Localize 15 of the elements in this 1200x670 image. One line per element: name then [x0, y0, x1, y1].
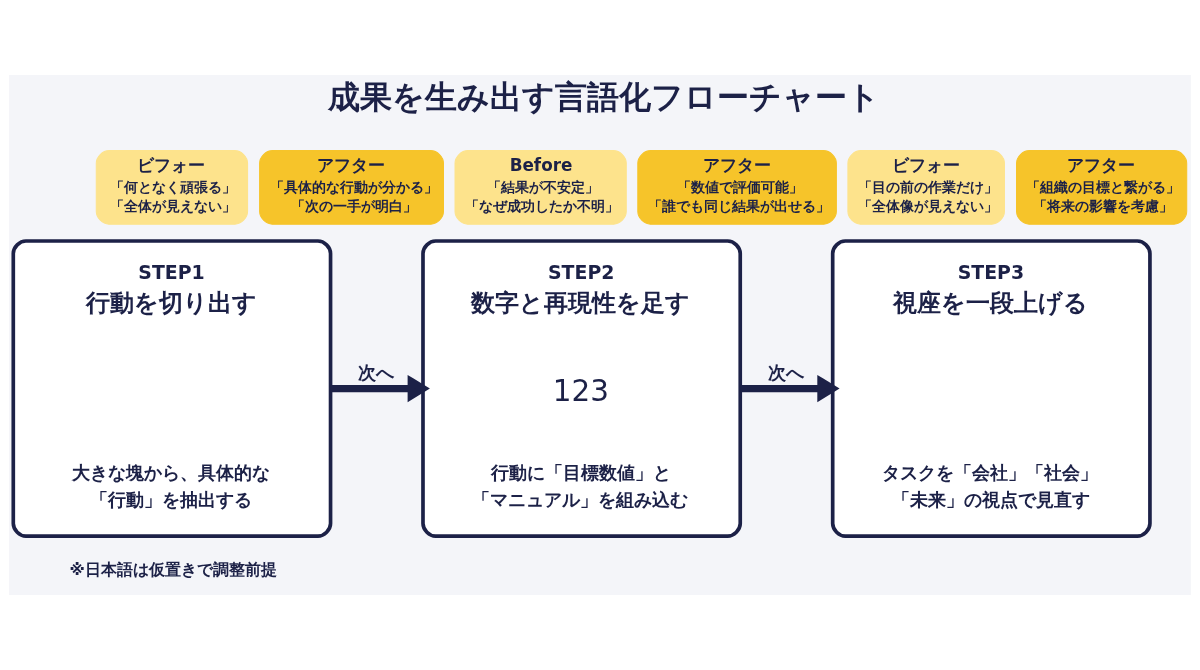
node-box: ビフォー 「目の前の作業だけ」 「全体像が見えない」	[847, 150, 1005, 225]
diagram-title: 成果を生み出す言語化フローチャート	[328, 78, 881, 115]
node-box: アフター 「数値で評価可能」 「誰でも同じ結果が出せる」	[637, 150, 837, 225]
node-box: ビフォー 「何となく頑張る」 「全体が見えない」	[95, 150, 249, 225]
arrow	[330, 374, 430, 403]
node-box: STEP1 行動を切り出す 大きな塊から、具体的な「行動」を抽出する	[11, 239, 333, 538]
node-box: アフター 「組織の目標と繋がる」 「将来の影響を考慮」	[1016, 150, 1188, 225]
label: ※日本語は仮置きで調整前提	[69, 559, 277, 579]
edge-label: 次へ	[358, 361, 395, 383]
arrow	[740, 374, 840, 403]
edge-label: 次へ	[768, 361, 805, 383]
node-box: アフター 「具体的な行動が分かる」 「次の一手が明白」	[259, 150, 444, 225]
node-box: Before 「結果が不安定」 「なぜ成功したか不明」	[454, 150, 627, 225]
node-box: STEP3 視座を一段上げる タスクを「会社」「社会」「未来」の視点で見直す	[830, 239, 1152, 538]
node-box: STEP2 数字と再現性を足す 123 行動に「目標数値」と「マニュアル」を組み込む	[421, 239, 743, 538]
